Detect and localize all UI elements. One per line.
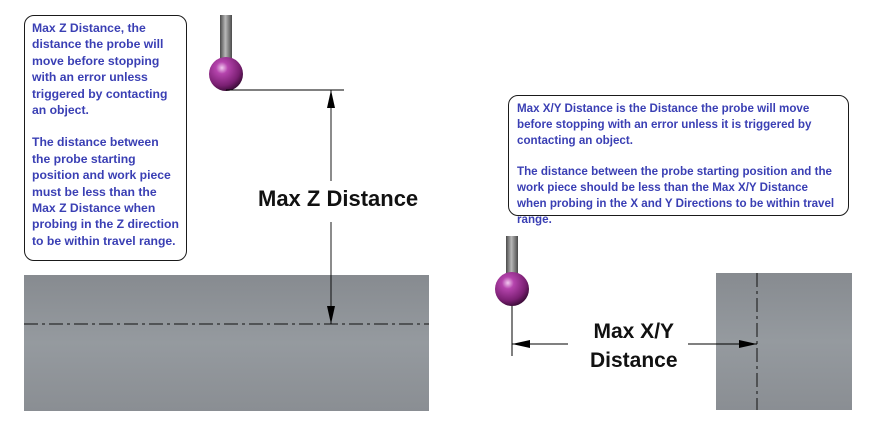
z-callout-paragraph-2: The distance between the probe starting … — [32, 135, 179, 248]
xy-dimension-lines — [511, 306, 757, 356]
xy-distance-callout: Max X/Y Distance is the Distance the pro… — [508, 95, 849, 226]
probe-xy-icon — [495, 236, 529, 306]
probe-z-icon — [209, 15, 243, 91]
workpiece-right — [716, 273, 852, 410]
z-dimension-lines — [226, 89, 344, 324]
max-z-distance-label: Max Z Distance — [258, 186, 419, 211]
xy-callout-paragraph-2: The distance between the probe starting … — [517, 165, 835, 226]
max-xy-distance-label: Max X/Y Distance — [590, 317, 678, 375]
workpiece-left — [24, 275, 429, 411]
z-distance-callout: Max Z Distance, the distance the probe w… — [24, 15, 187, 261]
z-callout-paragraph-1: Max Z Distance, the distance the probe w… — [32, 21, 168, 118]
xy-callout-paragraph-1: Max X/Y Distance is the Distance the pro… — [517, 102, 812, 147]
max-xy-label-line-2: Distance — [590, 349, 678, 372]
max-xy-label-line-1: Max X/Y — [593, 320, 675, 343]
